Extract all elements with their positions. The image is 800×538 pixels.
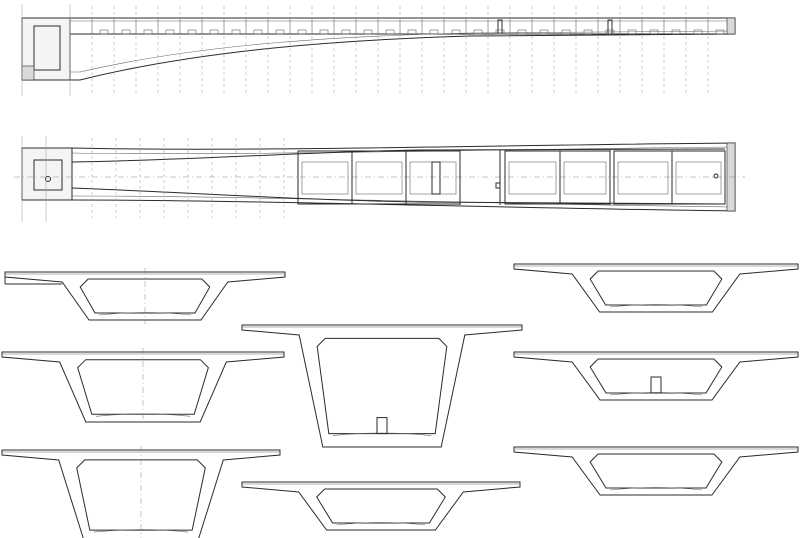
plan-cell-inner bbox=[301, 161, 349, 195]
plan-cell-inner bbox=[508, 161, 557, 195]
elevation-stub bbox=[231, 29, 241, 35]
elevation-stub bbox=[385, 29, 395, 35]
elevation-stub bbox=[649, 29, 659, 35]
elevation-end-block bbox=[726, 17, 736, 35]
cross-section-1 bbox=[4, 268, 286, 324]
cross-section-outline bbox=[513, 446, 799, 496]
elevation-stub bbox=[451, 29, 461, 35]
plan-cell bbox=[504, 150, 561, 205]
elevation-stub bbox=[165, 29, 175, 35]
plan-inner-wall-bottom bbox=[71, 187, 726, 205]
plan-cell bbox=[613, 150, 673, 205]
elevation-stub bbox=[605, 29, 615, 35]
cross-section-outline bbox=[241, 324, 523, 448]
plan-cell-inner bbox=[409, 161, 457, 195]
elevation-stub bbox=[363, 29, 373, 35]
plan-view bbox=[14, 136, 745, 222]
cross-section-bottom-curve bbox=[609, 304, 703, 308]
cross-section-void bbox=[79, 278, 211, 314]
cross-section-3 bbox=[1, 446, 281, 538]
elevation-stub bbox=[517, 29, 527, 35]
elevation-stub bbox=[429, 29, 439, 35]
cross-section-2 bbox=[1, 348, 285, 426]
plan-cells bbox=[297, 150, 726, 205]
elevation-view bbox=[21, 4, 736, 96]
elevation-stub bbox=[561, 29, 571, 35]
cross-section-void bbox=[76, 459, 206, 531]
elevation-stub bbox=[583, 29, 593, 35]
elevation-segment-joints bbox=[91, 6, 725, 96]
elevation-stub bbox=[143, 29, 153, 35]
elevation-stub bbox=[99, 29, 109, 35]
plan-cell-inner bbox=[563, 161, 607, 195]
plan-drain-hole bbox=[45, 176, 51, 182]
cross-section-void bbox=[316, 337, 448, 435]
cross-section-bottom-curve bbox=[609, 487, 703, 491]
cross-section-tendon-block bbox=[650, 376, 662, 394]
cross-section-bottom-curve bbox=[336, 522, 426, 526]
elevation-stub bbox=[627, 29, 637, 35]
plan-cell bbox=[559, 150, 611, 205]
elevation-stub bbox=[671, 29, 681, 35]
cross-section-7 bbox=[513, 351, 799, 401]
plan-cell-inner bbox=[675, 161, 722, 195]
elevation-stub bbox=[693, 29, 703, 35]
elevation-stub bbox=[539, 29, 549, 35]
cross-section-void bbox=[77, 359, 209, 415]
cross-section-6 bbox=[513, 263, 799, 313]
cross-section-tendon-block bbox=[376, 417, 388, 435]
cross-section-5 bbox=[241, 481, 521, 531]
plan-cell-inner bbox=[617, 161, 669, 195]
plan-cell bbox=[351, 150, 407, 205]
cross-section-outline bbox=[1, 449, 281, 538]
cross-section-8 bbox=[513, 446, 799, 496]
elevation-stub bbox=[319, 29, 329, 35]
elevation-stub bbox=[407, 29, 417, 35]
cross-section-void bbox=[589, 358, 723, 394]
cross-section-void bbox=[589, 453, 723, 489]
cross-section-void bbox=[589, 270, 723, 306]
elevation-stub bbox=[253, 29, 263, 35]
plan-cell bbox=[671, 150, 726, 205]
elevation-stub bbox=[209, 29, 219, 35]
cross-section-outline bbox=[513, 351, 799, 401]
plan-drain-hole-end bbox=[713, 173, 719, 179]
plan-pier-segment bbox=[21, 147, 73, 201]
elevation-stub bbox=[275, 29, 285, 35]
cross-sections bbox=[1, 263, 799, 538]
cross-section-outline bbox=[513, 263, 799, 313]
plan-segment-joints bbox=[91, 138, 285, 218]
plan-cell-inner bbox=[355, 161, 403, 195]
elevation-stub bbox=[495, 29, 505, 35]
plan-cell bbox=[405, 150, 461, 205]
cross-section-outline bbox=[4, 271, 286, 321]
elevation-soffit bbox=[22, 33, 736, 81]
plan-cell bbox=[297, 150, 353, 205]
elevation-stub bbox=[715, 29, 725, 35]
elevation-stub bbox=[121, 29, 131, 35]
cross-section-4 bbox=[241, 324, 523, 448]
cross-section-outline bbox=[1, 351, 285, 423]
elevation-stub bbox=[187, 29, 197, 35]
cross-section-void bbox=[316, 488, 446, 524]
elevation-stub bbox=[297, 29, 307, 35]
elevation-stub bbox=[341, 29, 351, 35]
elevation-stub bbox=[473, 29, 483, 35]
cross-section-outline bbox=[241, 481, 521, 531]
